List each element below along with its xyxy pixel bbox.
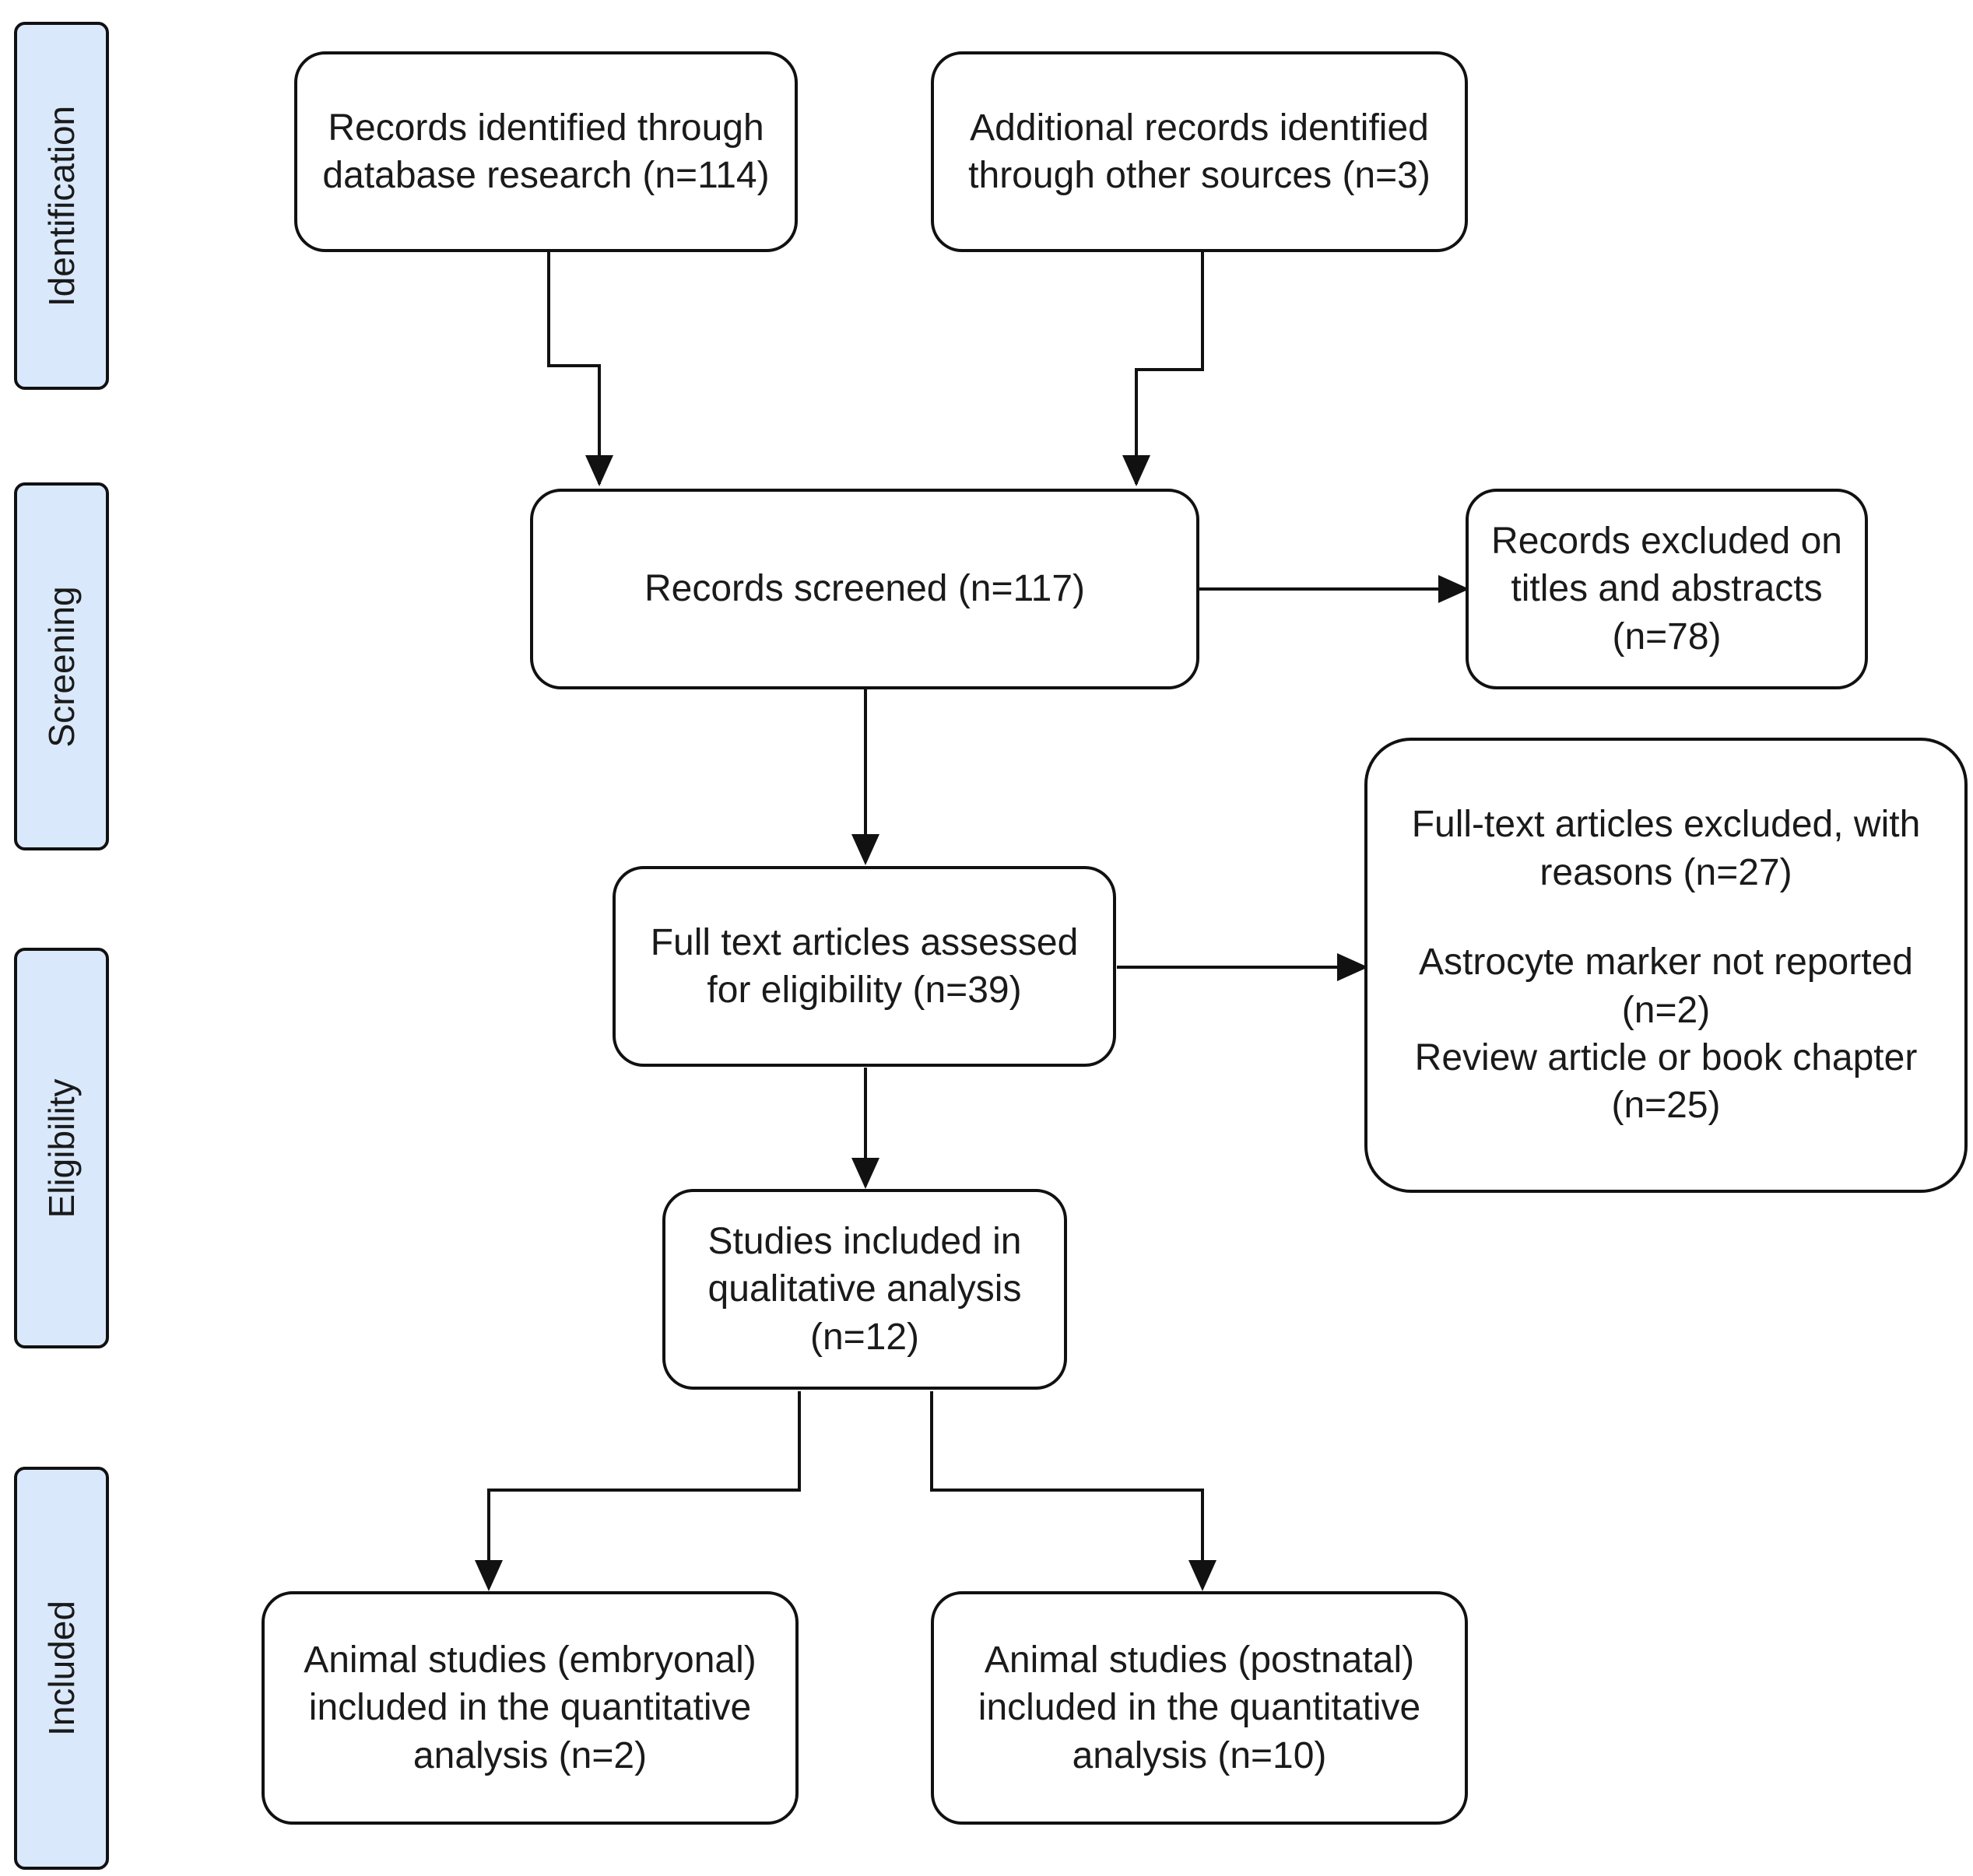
box-fulltext-excluded-header-1: Full-text articles excluded, with — [1411, 804, 1921, 846]
box-fulltext-excluded: Full-text articles excluded, with reason… — [1364, 738, 1968, 1193]
box-other-sources: Additional records identified through ot… — [931, 51, 1468, 252]
box-postnatal-line-3: analysis (n=10) — [1072, 1734, 1327, 1776]
box-assessed-line-2: for eligibility (n=39) — [707, 970, 1022, 1011]
box-database-line-2: database research (n=114) — [322, 155, 770, 196]
arrow-qualitative-to-postnatal — [930, 1391, 1204, 1587]
box-excluded-titles-line-1: Records excluded on — [1491, 520, 1842, 562]
phase-eligibility: Eligibility — [14, 948, 109, 1348]
box-qualitative-line-3: (n=12) — [809, 1316, 920, 1358]
box-database-records: Records identified through database rese… — [294, 51, 798, 252]
reason-review-article: Review article or book chapter — [1414, 1036, 1918, 1078]
box-excluded-titles: Records excluded on titles and abstracts… — [1466, 489, 1868, 689]
box-embryonal-line-3: analysis (n=2) — [413, 1734, 648, 1776]
box-screened-line-1: Records screened (n=117) — [644, 568, 1086, 610]
phase-identification-label: Identification — [41, 105, 82, 307]
arrowhead-assessed-to-excluded-fulltext — [1337, 953, 1368, 981]
box-qualitative-line-1: Studies included in — [707, 1220, 1022, 1262]
arrow-database-to-screened — [547, 251, 601, 484]
box-assessed-line-1: Full text articles assessed — [650, 921, 1079, 963]
arrowhead-other-to-screened — [1122, 455, 1150, 486]
box-postnatal-line-1: Animal studies (postnatal) — [984, 1639, 1415, 1681]
arrowhead-screened-to-excluded-titles — [1438, 575, 1469, 603]
reason-review-article-count: (n=25) — [1611, 1085, 1721, 1127]
phase-identification: Identification — [14, 22, 109, 390]
box-other-sources-line-2: through other sources (n=3) — [968, 155, 1431, 196]
box-postnatal-line-2: included in the quantitative — [978, 1687, 1421, 1729]
box-fulltext-excluded-header-2: reasons (n=27) — [1539, 851, 1792, 893]
box-excluded-titles-line-3: (n=78) — [1612, 615, 1722, 657]
box-qualitative-analysis: Studies included in qualitative analysis… — [662, 1189, 1067, 1390]
phase-eligibility-label: Eligibility — [41, 1078, 82, 1218]
arrowhead-qualitative-to-postnatal — [1188, 1560, 1216, 1591]
phase-included: Included — [14, 1467, 109, 1870]
box-fulltext-assessed: Full text articles assessed for eligibil… — [613, 866, 1116, 1067]
box-embryonal-line-1: Animal studies (embryonal) — [304, 1639, 757, 1681]
arrow-other-to-screened — [1135, 251, 1204, 484]
arrowhead-database-to-screened — [585, 455, 613, 486]
arrowhead-qualitative-to-embryonal — [475, 1560, 503, 1591]
phase-screening: Screening — [14, 482, 109, 850]
box-records-screened: Records screened (n=117) — [530, 489, 1199, 689]
arrowhead-screened-to-assessed — [851, 834, 879, 865]
arrowhead-assessed-to-qualitative — [851, 1158, 879, 1189]
arrow-qualitative-to-embryonal — [487, 1391, 801, 1587]
box-embryonal-line-2: included in the quantitative — [308, 1687, 752, 1729]
box-database-line-1: Records identified through — [328, 107, 764, 149]
reason-astrocyte-marker: Astrocyte marker not reported — [1419, 942, 1913, 984]
box-qualitative-line-2: qualitative analysis — [707, 1268, 1022, 1310]
box-excluded-titles-line-2: titles and abstracts — [1511, 568, 1823, 610]
reason-astrocyte-marker-count: (n=2) — [1621, 989, 1711, 1031]
box-embryonal-studies: Animal studies (embryonal) included in t… — [262, 1591, 799, 1825]
box-other-sources-line-1: Additional records identified — [970, 107, 1429, 149]
phase-included-label: Included — [41, 1601, 82, 1736]
box-postnatal-studies: Animal studies (postnatal) included in t… — [931, 1591, 1468, 1825]
phase-screening-label: Screening — [41, 585, 82, 748]
